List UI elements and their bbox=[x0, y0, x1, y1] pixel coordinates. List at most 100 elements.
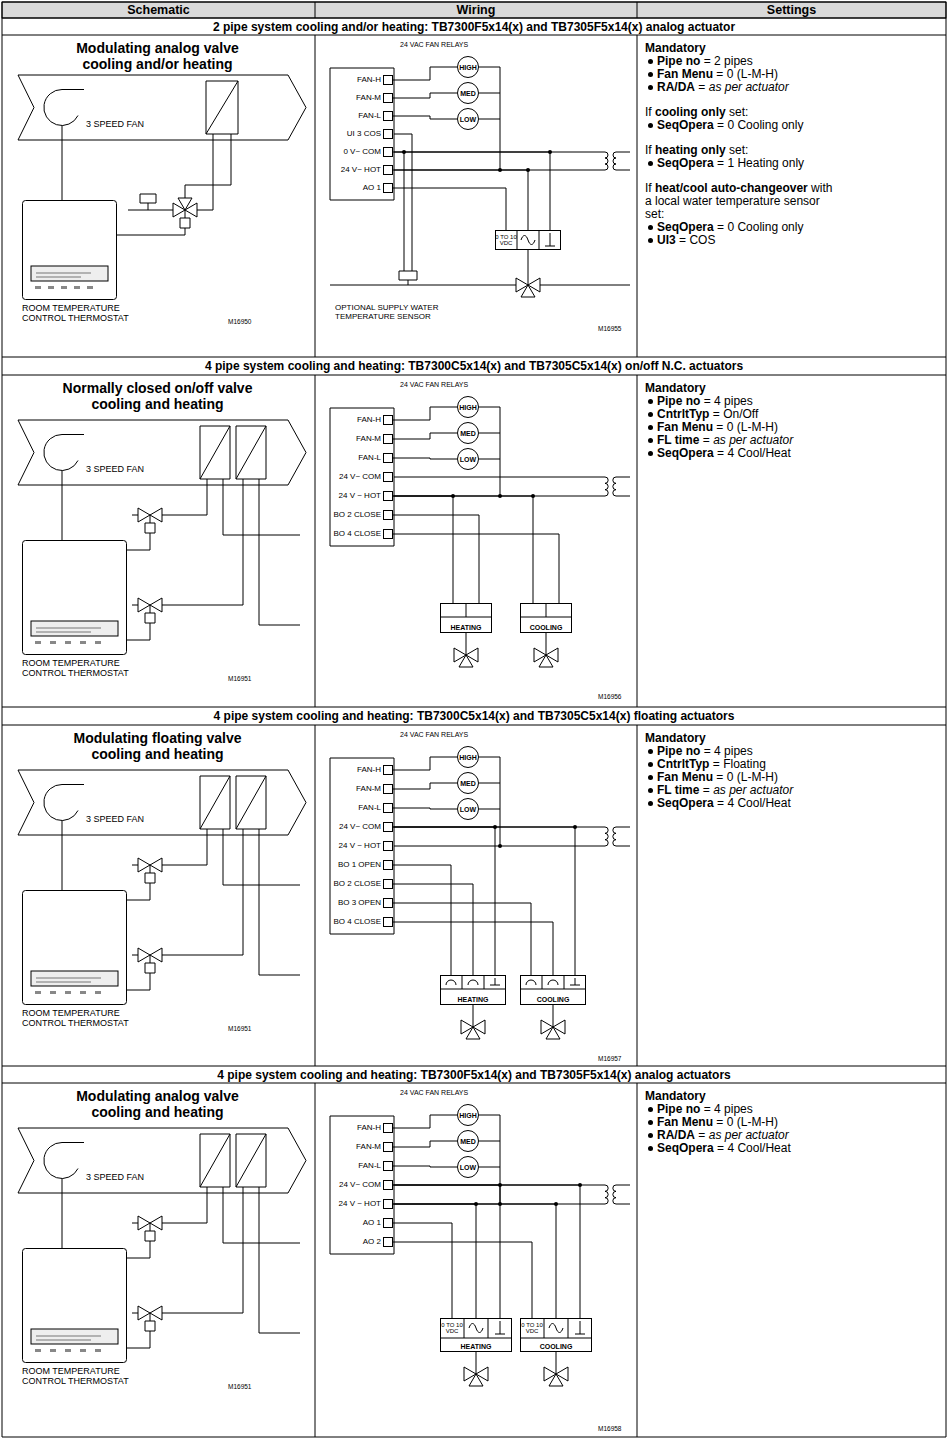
power-wire bbox=[616, 477, 630, 496]
terminal-outline bbox=[383, 784, 393, 794]
thermostat: ROOM TEMPERATURE CONTROL THERMOSTAT bbox=[22, 890, 127, 1005]
settings-line: CntrltTyp= Floating bbox=[645, 758, 835, 771]
drawing-number: M16951 bbox=[228, 1025, 252, 1032]
setting-text: as per actuator bbox=[709, 80, 789, 94]
bullet bbox=[648, 1146, 653, 1151]
air-duct bbox=[18, 1128, 306, 1193]
settings-line: UI3= COS bbox=[645, 234, 835, 247]
valve-stem bbox=[473, 1005, 474, 1027]
valve-actuator bbox=[145, 873, 155, 883]
coil-symbol bbox=[206, 81, 238, 134]
fan-label: 3 SPEED FAN bbox=[86, 119, 144, 129]
valve-stem bbox=[476, 1352, 477, 1374]
valve-symbol bbox=[476, 1367, 488, 1381]
terminal-name: 24 V ~ HOT bbox=[339, 1198, 381, 1209]
setting-text: as per actuator bbox=[709, 1128, 789, 1142]
settings-block: MandatoryPipe no= 4 pipesFan Menu= 0 (L-… bbox=[645, 1090, 835, 1155]
fan-label: 3 SPEED FAN bbox=[86, 1172, 144, 1182]
valve-symbol bbox=[138, 598, 150, 612]
control-wire bbox=[62, 471, 63, 541]
bullet bbox=[648, 161, 653, 166]
valve-actuator bbox=[145, 1231, 155, 1241]
relay-speed: LOW bbox=[457, 108, 479, 130]
valve-symbol bbox=[459, 655, 473, 667]
terminal-outline bbox=[383, 165, 393, 175]
controller-block bbox=[330, 68, 394, 200]
schematic-title: Normally closed on/off valve cooling and… bbox=[50, 380, 265, 412]
terminal: FAN-H bbox=[383, 75, 393, 85]
relay-wire bbox=[479, 67, 500, 68]
drawing-number: M16951 bbox=[228, 1383, 252, 1390]
terminal-name: FAN-M bbox=[356, 433, 381, 444]
terminal-name: BO 3 OPEN bbox=[338, 897, 381, 908]
signal-range: 0 TO 10 VDC bbox=[520, 1318, 544, 1338]
valve-symbol bbox=[466, 648, 478, 662]
wire bbox=[393, 116, 457, 119]
terminal: 24 V ~ HOT bbox=[383, 841, 393, 851]
control-wire bbox=[127, 533, 150, 550]
setting-text: = 4 pipes bbox=[704, 394, 753, 408]
table-rule bbox=[2, 1066, 946, 1067]
control-wire bbox=[127, 623, 150, 640]
terminal-outline bbox=[383, 93, 393, 103]
valve-symbol bbox=[473, 1020, 485, 1034]
terminal-outline bbox=[383, 415, 393, 425]
settings-block: MandatoryPipe no= 4 pipesCntrltTyp= Floa… bbox=[645, 732, 835, 810]
terminal-outline bbox=[383, 472, 393, 482]
column-header: Wiring bbox=[315, 3, 637, 17]
terminal-outline bbox=[383, 1237, 393, 1247]
setting-text: Fan Menu bbox=[657, 1115, 713, 1129]
bullet bbox=[648, 225, 653, 230]
table-rule bbox=[2, 35, 946, 36]
terminal-outline bbox=[383, 803, 393, 813]
fan-relay: HIGH bbox=[457, 56, 479, 78]
terminal-name: UI 3 COS bbox=[347, 128, 381, 139]
drawing-number: M16955 bbox=[598, 325, 622, 332]
column-header: Schematic bbox=[2, 3, 315, 17]
settings-line: Pipe no= 4 pipes bbox=[645, 1103, 835, 1116]
wire bbox=[393, 922, 553, 975]
relay-wire bbox=[479, 757, 500, 758]
transformer-coil bbox=[613, 1185, 616, 1204]
junction-dot bbox=[554, 1202, 558, 1206]
setting-text: = On/Off bbox=[713, 407, 758, 421]
setting-text: = 4 pipes bbox=[704, 1102, 753, 1116]
relay-wire bbox=[479, 407, 500, 408]
bullet bbox=[648, 788, 653, 793]
pipe bbox=[162, 829, 207, 865]
terminal-outline bbox=[383, 75, 393, 85]
settings-block: MandatoryPipe no= 2 pipesFan Menu= 0 (L-… bbox=[645, 42, 835, 247]
section-heading: 4 pipe system cooling and heating: TB730… bbox=[2, 359, 946, 373]
setting-text: heat/cool auto-changeover bbox=[655, 181, 808, 195]
fan-relay: HIGH bbox=[457, 746, 479, 768]
bullet bbox=[648, 775, 653, 780]
setting-text: = 4 pipes bbox=[704, 744, 753, 758]
setting-text: = 4 Cool/Heat bbox=[717, 796, 791, 810]
fan-relay: HIGH bbox=[457, 396, 479, 418]
column-header: Settings bbox=[637, 3, 946, 17]
settings-line: Pipe no= 4 pipes bbox=[645, 745, 835, 758]
actuator-label: COOLING bbox=[520, 623, 572, 632]
valve-stem bbox=[466, 633, 467, 655]
terminal: FAN-M bbox=[383, 93, 393, 103]
terminal: 24 V~ HOT bbox=[383, 165, 393, 175]
valve-stem bbox=[546, 633, 547, 655]
relay-group-label: 24 VAC FAN RELAYS bbox=[400, 731, 468, 739]
bullet bbox=[648, 762, 653, 767]
table-rule bbox=[2, 1083, 946, 1084]
terminal-outline bbox=[383, 129, 393, 139]
coil-symbol bbox=[236, 1134, 266, 1187]
terminal: FAN-H bbox=[383, 1123, 393, 1133]
settings-line: Mandatory bbox=[645, 1090, 835, 1103]
coil-symbol bbox=[200, 776, 230, 829]
pipe bbox=[330, 285, 630, 286]
air-duct bbox=[18, 770, 306, 835]
terminal-name: FAN-L bbox=[358, 802, 381, 813]
relay-wire bbox=[479, 1167, 500, 1168]
valve-symbol bbox=[544, 1367, 556, 1381]
table-rule bbox=[2, 2, 946, 3]
relay-speed: LOW bbox=[457, 448, 479, 470]
valve-actuator bbox=[145, 613, 155, 623]
setting-text: set: bbox=[729, 105, 748, 119]
settings-line bbox=[645, 132, 835, 144]
